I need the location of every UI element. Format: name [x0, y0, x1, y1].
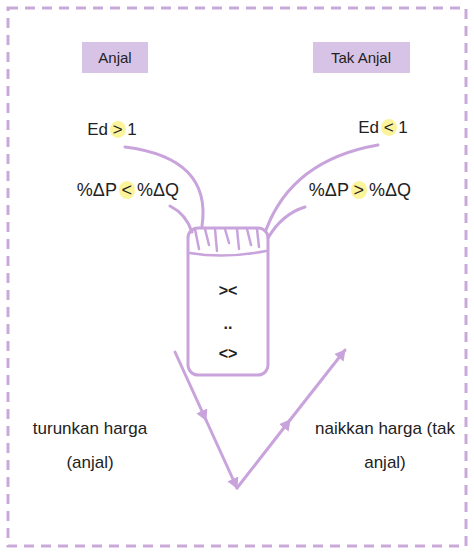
box-title: Tak Anjal — [331, 49, 391, 66]
elasticity-label: %ΔP < %ΔQ — [53, 180, 203, 201]
box-title: Anjal — [98, 49, 131, 66]
face-feature: >< — [185, 282, 271, 300]
face-shape: ><.. <> — [185, 225, 271, 378]
elasticity-label: %ΔP > %ΔQ — [285, 180, 435, 201]
title-box: Tak Anjal — [313, 42, 410, 73]
face-feature: <> — [185, 345, 271, 363]
action-label: turunkan harga (anjal) — [12, 412, 168, 480]
title-box: Anjal — [82, 42, 148, 73]
action-label: naikkan harga (tak anjal) — [307, 412, 463, 480]
dashed-frame — [8, 8, 466, 546]
elasticity-label: Ed > 1 — [47, 120, 177, 140]
elasticity-label: Ed < 1 — [318, 118, 448, 138]
face-feature: .. — [185, 315, 271, 333]
